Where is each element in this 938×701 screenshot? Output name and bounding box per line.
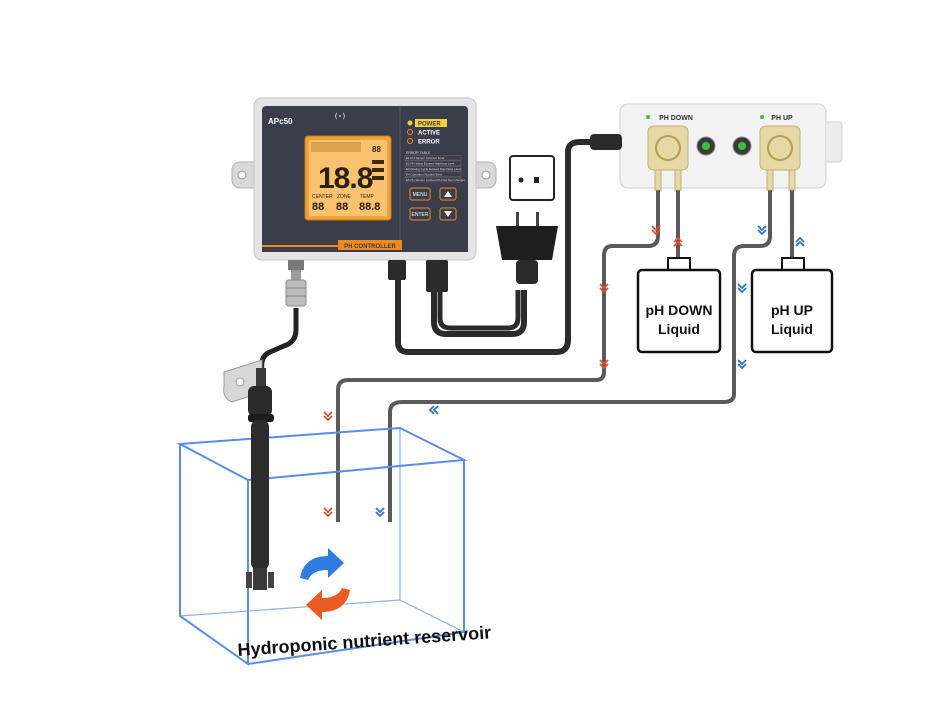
ph-up-bottle-line1: pH UP: [771, 302, 813, 318]
status-error-label: ERROR: [418, 140, 440, 146]
flow-arrows: [323, 225, 805, 518]
error-table-row-box: [404, 171, 462, 177]
arrow-red-down: [651, 225, 661, 236]
lcd-label-temp: TEMP: [360, 194, 375, 200]
lcd-digits-center: 88: [312, 201, 324, 213]
error-table-title: ERROR TABLE: [406, 151, 431, 155]
sensor-cable: [259, 308, 299, 371]
arrow-red-down: [599, 283, 609, 294]
circulation-icon: [300, 548, 350, 620]
lcd-digits-zone: 88: [336, 201, 348, 213]
error-led-icon: [407, 138, 413, 144]
enter-button-label: ENTER: [412, 212, 429, 218]
arrow-blue-left: [428, 405, 439, 415]
error-table-row: E4 Operation Routine Error: [406, 173, 442, 177]
lcd-main-reading: 18.8: [318, 162, 373, 195]
error-table-row: E2 PH Value Exceed High/Low Limit: [406, 162, 454, 166]
cable-gland-left: [388, 260, 406, 280]
ph-up-dosing-tube: [388, 190, 772, 522]
error-table-row: E3 Dosing Cycle Exceed Max Dose Limit: [406, 167, 461, 171]
controller-footer-label: PH CONTROLLER: [344, 244, 396, 250]
error-table-row-box: [404, 160, 462, 166]
down-arrow-icon: [444, 211, 452, 217]
lcd-label-center: CENTER: [312, 194, 333, 200]
cable-gland-right: [426, 260, 448, 292]
power-cable: [395, 139, 621, 355]
plug-cable: [431, 290, 527, 337]
ph-up-bottle-line2: Liquid: [771, 321, 813, 337]
lcd-label-zone: ZONE: [337, 194, 352, 200]
ph-up-bottle: pH UP Liquid: [750, 257, 834, 354]
error-table-row-box: [404, 166, 462, 172]
menu-button[interactable]: [409, 187, 431, 201]
reservoir-label: Hydroponic nutrient reservoir: [237, 622, 492, 660]
ph-down-dosing-tube: [336, 190, 660, 522]
pump-left-led-icon: [646, 115, 650, 119]
pump-left-label: PH DOWN: [659, 115, 693, 122]
plug-cable-2: [437, 290, 521, 331]
arrow-blue-down: [375, 507, 385, 518]
arrow-red-down: [599, 359, 609, 370]
arrow-blue-down: [737, 283, 747, 294]
menu-button-label: MENU: [413, 192, 428, 198]
reservoir-tank: [176, 426, 468, 666]
pump-right-led-icon: [760, 115, 764, 119]
enter-button[interactable]: [409, 207, 431, 221]
arrow-red-up: [673, 236, 683, 247]
active-led-icon: [407, 129, 413, 135]
power-led-icon: [407, 120, 413, 126]
sensor-connector: [288, 260, 304, 270]
arrow-red-down: [323, 411, 333, 422]
pump-right-label: PH UP: [771, 115, 793, 122]
ph-controller: PH CONTROLLER APc50 88 18.8 CENTER ZONE …: [231, 97, 497, 307]
controller-model-label: APc50: [268, 117, 293, 126]
error-table-row: E1 PH Sensor Connect Error: [406, 156, 445, 160]
up-arrow-icon: [444, 191, 452, 197]
arrow-blue-down: [737, 359, 747, 370]
wall-socket: [509, 155, 555, 201]
arrow-blue-down: [757, 225, 767, 236]
arrow-red-down: [323, 507, 333, 518]
power-plug: [496, 212, 558, 284]
ph-sensor-probe: [223, 359, 274, 590]
pump-head-left: [647, 125, 689, 171]
error-table-row-box: [404, 177, 462, 183]
ph-down-bottle-line1: pH DOWN: [646, 302, 713, 318]
status-power-label: POWER: [418, 122, 441, 128]
lcd-small-reading: 88: [372, 145, 381, 154]
lcd-digits-temp: 88.8: [359, 201, 380, 213]
arrow-blue-up: [795, 236, 805, 247]
error-table-row-box: [404, 155, 462, 161]
status-active-label: ACTIVE: [418, 131, 440, 137]
ph-down-bottle-line2: Liquid: [658, 321, 700, 337]
error-table-row: E5 PH Sensor Locked (PH Out Not Change): [406, 178, 465, 182]
ph-down-bottle: pH DOWN Liquid: [636, 257, 722, 354]
pump-head-right: [759, 125, 801, 171]
wireless-icon: [335, 112, 345, 120]
dosing-pump: PH DOWN PH UP: [590, 103, 843, 191]
error-table: E1 PH Sensor Connect Error E2 PH Value Ex…: [404, 155, 465, 183]
